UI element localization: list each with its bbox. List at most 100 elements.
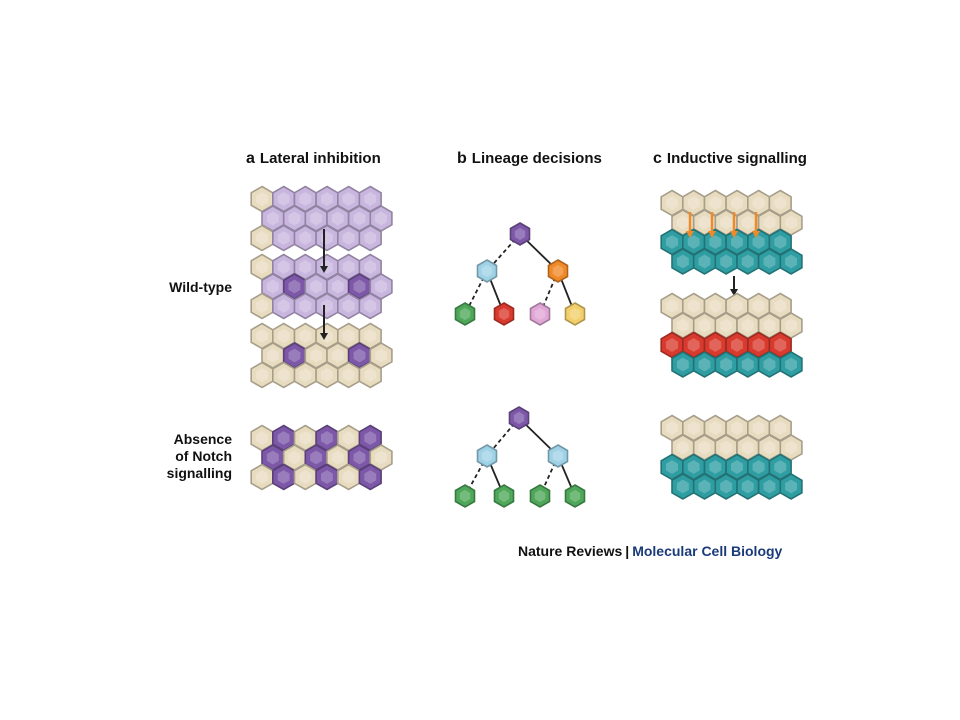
cell-highlight xyxy=(741,215,754,230)
cell-highlight xyxy=(342,260,355,274)
cell-highlight xyxy=(299,431,312,445)
terminal-cell xyxy=(493,302,515,326)
cell-highlight xyxy=(299,329,312,343)
cell-body xyxy=(476,444,498,468)
tissue-cell xyxy=(681,228,706,256)
cell-body xyxy=(529,302,551,326)
cell-highlight xyxy=(687,196,700,210)
cell-highlight xyxy=(299,368,312,382)
cell-body xyxy=(779,473,803,500)
tissue-cell xyxy=(671,351,695,378)
cell-highlight xyxy=(299,192,312,206)
lateral-cell xyxy=(358,185,382,213)
tissue-cell xyxy=(703,228,727,256)
cell-highlight xyxy=(785,440,797,455)
cell-highlight xyxy=(774,235,787,249)
panel-a-letter: a xyxy=(246,150,255,167)
lateral-cell xyxy=(315,224,339,252)
cell-highlight xyxy=(709,421,722,435)
lateral-cell xyxy=(315,424,339,452)
tissue-cell xyxy=(757,434,782,461)
tissue-cell xyxy=(692,473,717,500)
tissue-cell xyxy=(736,351,760,378)
cell-highlight xyxy=(498,307,510,321)
cell-highlight xyxy=(698,357,711,372)
cell-highlight xyxy=(353,211,366,226)
cell-body xyxy=(493,484,515,508)
tissue-cell xyxy=(671,248,695,275)
signal-arrow-icon xyxy=(730,212,738,238)
cell-highlight xyxy=(785,254,797,269)
lateral-cell xyxy=(250,292,274,320)
credit-separator: | xyxy=(625,543,630,559)
cell-highlight xyxy=(342,299,355,313)
cell-body xyxy=(529,484,551,508)
daughter-cell xyxy=(547,444,569,468)
cell-highlight xyxy=(774,460,787,474)
cell-highlight xyxy=(342,431,355,445)
terminal-cell xyxy=(493,484,515,508)
cell-highlight xyxy=(752,196,765,210)
tissue-cell xyxy=(757,351,782,378)
arrow-head xyxy=(320,333,328,340)
cell-highlight xyxy=(353,450,366,465)
cell-highlight xyxy=(676,479,689,494)
cell-highlight xyxy=(752,338,765,352)
cell-highlight xyxy=(752,235,765,249)
tissue-cell xyxy=(768,414,792,442)
signal-arrow-icon xyxy=(708,212,716,238)
cell-highlight xyxy=(513,411,525,425)
cell-body xyxy=(779,248,803,275)
cell-highlight xyxy=(342,192,355,206)
cell-body xyxy=(358,463,382,491)
row-label-absence-line-2: of Notch xyxy=(175,448,232,464)
cell-highlight xyxy=(676,357,689,372)
cell-highlight xyxy=(364,368,377,382)
cell-highlight xyxy=(676,254,689,269)
lateral-cell xyxy=(271,463,296,491)
tissue-cell xyxy=(671,209,695,236)
lateral-cell xyxy=(261,205,285,232)
row-label-absence-line-3: signalling xyxy=(166,465,232,481)
cell-highlight xyxy=(666,421,678,435)
cell-highlight xyxy=(709,196,722,210)
cell-highlight xyxy=(534,307,546,321)
cell-highlight xyxy=(299,299,312,313)
daughter-cell xyxy=(547,259,569,283)
row-label-absence-line-1: Absence xyxy=(173,431,232,447)
cell-highlight xyxy=(375,211,387,226)
cell-highlight xyxy=(288,348,301,363)
cell-highlight xyxy=(459,489,471,503)
source-credit: Nature Reviews|Molecular Cell Biology xyxy=(518,543,782,559)
tissue-cell xyxy=(660,292,684,320)
cell-highlight xyxy=(321,431,333,445)
cell-highlight xyxy=(763,440,776,455)
cell-highlight xyxy=(481,449,493,463)
row-label-absence: Absence of Notch signalling xyxy=(92,431,232,482)
cell-highlight xyxy=(698,479,711,494)
lateral-cell xyxy=(282,444,307,471)
cell-highlight xyxy=(481,264,493,278)
cell-highlight xyxy=(763,357,776,372)
cell-highlight xyxy=(666,299,678,313)
down-arrow-icon xyxy=(320,305,328,340)
arrow-head xyxy=(686,231,694,238)
lateral-cell xyxy=(250,463,274,491)
cell-highlight xyxy=(277,192,290,206)
lateral-cell xyxy=(336,361,361,389)
cell-highlight xyxy=(741,254,754,269)
tissue-cell xyxy=(736,473,760,500)
cell-highlight xyxy=(774,421,787,435)
tissue-cell xyxy=(779,473,803,500)
cell-highlight xyxy=(687,235,700,249)
cell-highlight xyxy=(310,279,323,294)
cell-highlight xyxy=(534,489,546,503)
cell-highlight xyxy=(514,227,526,241)
cell-highlight xyxy=(774,299,787,313)
cell-highlight xyxy=(731,338,743,352)
panel-b-label: Lineage decisions xyxy=(471,150,602,167)
progenitor-cell xyxy=(508,406,530,430)
cell-highlight xyxy=(552,264,564,278)
panel-a-label: Lateral inhibition xyxy=(259,150,381,167)
